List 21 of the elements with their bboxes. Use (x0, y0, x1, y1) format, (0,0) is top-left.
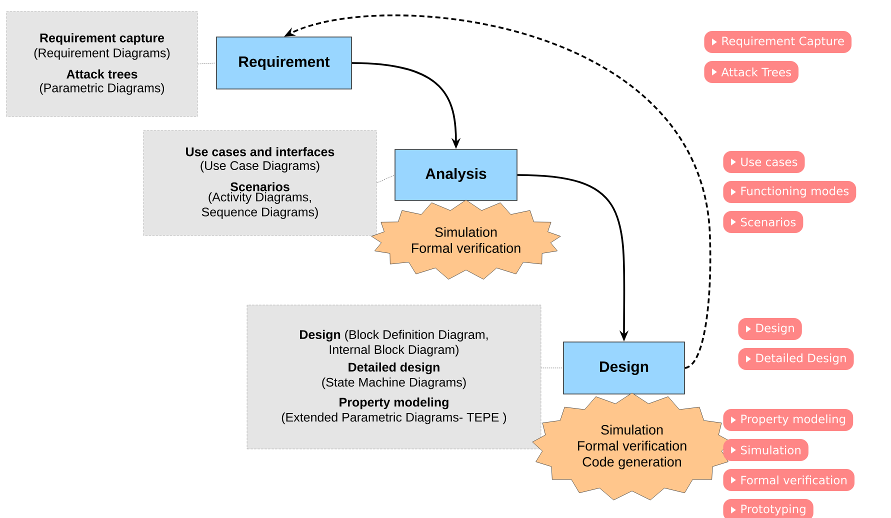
connector-line (197, 62, 216, 64)
note-box: Use cases and interfaces (Use Case Diagrams) Scenarios (Activity Diagrams, Sequence Diagrams) (143, 130, 377, 236)
topic-pill: Use cases (723, 150, 805, 173)
stage-box: Requirement (216, 36, 352, 90)
topic-pill: Detailed Design (738, 348, 854, 370)
note-box: Requirement capture (Requirement Diagrams) Attack trees (Parametric Diagrams) (6, 11, 198, 117)
starburst: Simulation Formal verification (371, 200, 561, 280)
topic-pill: Requirement Capture (704, 31, 852, 53)
stage-box: Analysis (394, 149, 518, 201)
note-box: Design (Block Definition Diagram, Internal Block Diagram) Detailed design (State Machine Diagrams) Property modeling (Extended Parametric Diagrams- TEPE ) (246, 304, 542, 450)
topic-pill: Formal verification (723, 468, 855, 491)
topic-pill: Attack Trees (704, 61, 799, 83)
topic-pill: Design (738, 318, 802, 340)
topic-pill: Property modeling (723, 408, 854, 431)
topic-pill: Scenarios (723, 210, 804, 233)
topic-pill: Simulation (723, 438, 808, 461)
topic-pill: Prototyping (723, 498, 814, 518)
starburst: Simulation Formal verification Code generation (532, 392, 732, 500)
stage-box: Design (563, 342, 685, 394)
topic-pill: Functioning modes (723, 181, 856, 203)
connector-line (376, 174, 395, 184)
